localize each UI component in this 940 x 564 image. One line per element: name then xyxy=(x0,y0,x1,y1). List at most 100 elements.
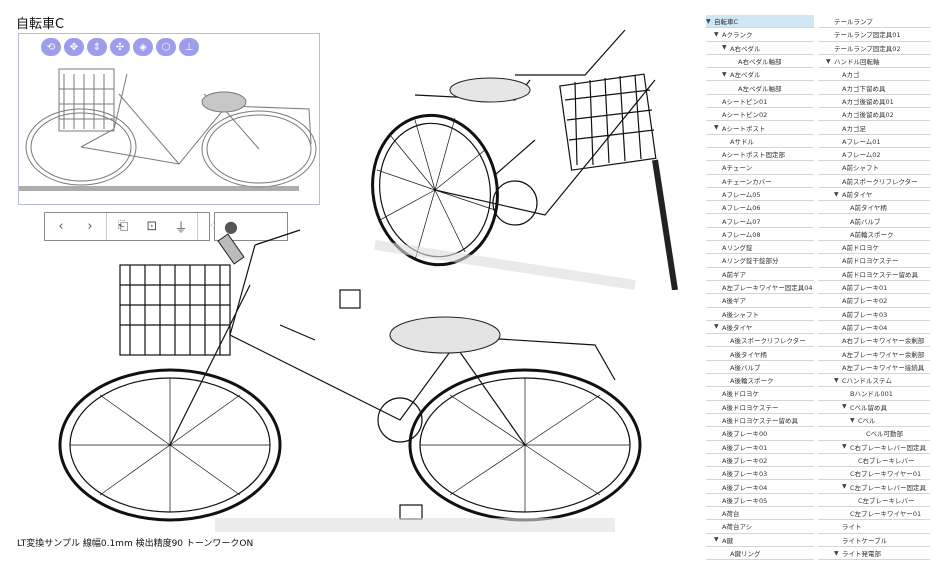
tree-item[interactable]: A後ブレーキ04 xyxy=(706,480,814,494)
tree-item[interactable]: A後シャフト xyxy=(706,308,814,321)
tree-item[interactable]: A前ブレーキ04 xyxy=(818,321,930,335)
pan-icon[interactable]: ✥ xyxy=(64,38,84,56)
tree-item[interactable]: ▼A左ペダル xyxy=(706,68,814,82)
bicycle-view-main[interactable] xyxy=(55,205,655,545)
tree-item[interactable]: Aリング錠干錠部分 xyxy=(706,254,814,268)
tree-item[interactable]: Aカゴ後留め具02 xyxy=(818,108,930,122)
expand-triangle-icon[interactable]: ▼ xyxy=(850,416,855,424)
previous-button[interactable]: ‹ xyxy=(58,219,64,234)
tree-item[interactable]: ライトケーブル xyxy=(818,534,930,547)
tree-item[interactable]: A右ペダル軸部 xyxy=(706,55,814,69)
tree-item[interactable]: Aカゴ下留め具 xyxy=(818,81,930,95)
expand-triangle-icon[interactable]: ▼ xyxy=(842,403,847,411)
tree-item[interactable]: Cフレーム04 xyxy=(706,560,814,564)
tree-item[interactable]: ▼Cベル留め具 xyxy=(818,401,930,414)
tree-item[interactable]: ライト xyxy=(818,520,930,534)
expand-triangle-icon[interactable]: ▼ xyxy=(834,549,839,557)
tree-item[interactable]: テールランプ固定具01 xyxy=(818,28,930,42)
tree-item[interactable]: A前輪スポーク xyxy=(818,228,930,242)
tree-item[interactable]: Aフレーム01 xyxy=(818,135,930,148)
tree-item[interactable]: Aフレーム06 xyxy=(706,201,814,215)
tree-item[interactable]: A荷台 xyxy=(706,507,814,521)
expand-triangle-icon[interactable]: ▼ xyxy=(826,57,831,65)
tree-item[interactable]: A左ペダル軸部 xyxy=(706,81,814,95)
expand-triangle-icon[interactable]: ▼ xyxy=(714,323,719,331)
expand-triangle-icon[interactable]: ▼ xyxy=(714,124,719,132)
tree-item[interactable]: Aチェーンカバー xyxy=(706,175,814,188)
move-icon[interactable]: ✣ xyxy=(110,38,130,56)
tree-item[interactable]: ▼Cハンドルステム xyxy=(818,374,930,388)
tree-item[interactable]: A左ブレーキワイヤー接続具 xyxy=(818,361,930,375)
tree-item[interactable]: A後スポークリフレクター xyxy=(706,334,814,348)
tree-item[interactable]: ▼ライト発電部 xyxy=(818,547,930,561)
expand-triangle-icon[interactable]: ▼ xyxy=(834,376,839,384)
tree-item[interactable]: Bハンドル001 xyxy=(818,387,930,401)
object-icon[interactable]: ⬡ xyxy=(156,38,176,56)
tree-item[interactable]: C右ブレーキレバー xyxy=(818,454,930,468)
load-pose-button[interactable]: ⎗ xyxy=(117,219,129,234)
bicycle-view-top[interactable] xyxy=(355,20,685,290)
tree-item[interactable]: A後ブレーキ03 xyxy=(706,467,814,481)
tree-item[interactable]: ▼Cベル xyxy=(818,414,930,428)
tree-item[interactable]: A前ブレーキ01 xyxy=(818,281,930,295)
tree-item[interactable]: ライトスイッチ xyxy=(818,560,930,564)
tree-item[interactable]: A前ギア xyxy=(706,268,814,281)
tree-item[interactable]: A後ドロヨケステー xyxy=(706,401,814,414)
rotate-icon[interactable]: ⟲ xyxy=(41,38,61,56)
tree-item[interactable]: A前スポークリフレクター xyxy=(818,175,930,188)
tree-item[interactable]: A鍵リング xyxy=(706,547,814,561)
tree-item[interactable]: A後ドロヨケステー留め具 xyxy=(706,414,814,428)
tree-item[interactable]: A前バルブ xyxy=(818,214,930,228)
navigator-panel[interactable]: ⟲✥⇕✣◈⬡⊥ xyxy=(18,33,320,205)
expand-triangle-icon[interactable]: ▼ xyxy=(842,443,847,451)
expand-triangle-icon[interactable]: ▼ xyxy=(834,190,839,198)
tree-item[interactable]: テールランプ固定具02 xyxy=(818,42,930,55)
tree-item[interactable]: A後輪スポーク xyxy=(706,374,814,388)
tree-item[interactable]: ▼自転車C xyxy=(706,15,814,29)
tree-item[interactable]: A後ドロヨケ xyxy=(706,387,814,401)
tree-item[interactable]: A前ブレーキ03 xyxy=(818,308,930,321)
ground-align-button[interactable]: ⏚ xyxy=(174,221,188,236)
tree-item[interactable]: A荷台アシ xyxy=(706,520,814,534)
tree-item[interactable]: Aリング錠 xyxy=(706,241,814,255)
tree-item[interactable]: A前シャフト xyxy=(818,161,930,175)
tree-item[interactable]: A左ブレーキワイヤー固定具04 xyxy=(706,281,814,295)
tree-item[interactable]: ▼A鍵 xyxy=(706,534,814,547)
next-button[interactable]: › xyxy=(87,219,93,234)
expand-triangle-icon[interactable]: ▼ xyxy=(722,44,727,52)
tree-item[interactable]: Cベル可動部 xyxy=(818,427,930,441)
tree-item[interactable]: C左ブレーキレバー xyxy=(818,494,930,507)
tree-item[interactable]: ▼A右ペダル xyxy=(706,42,814,55)
tree-item[interactable]: A後タイヤ柄 xyxy=(706,347,814,361)
tree-item[interactable]: ▼C右ブレーキレバー固定具 xyxy=(818,441,930,454)
tree-item[interactable]: A前ドロヨケステー xyxy=(818,254,930,268)
tree-item[interactable]: Aフレーム07 xyxy=(706,214,814,228)
tree-item[interactable]: Aシートピン02 xyxy=(706,108,814,122)
tree-item[interactable]: C右ブレーキワイヤー01 xyxy=(818,467,930,481)
rotate-object-icon[interactable]: ◈ xyxy=(133,38,153,56)
tree-item[interactable]: A右ブレーキワイヤー余剰部 xyxy=(818,334,930,348)
tree-item[interactable]: Aフレーム05 xyxy=(706,188,814,202)
tree-item[interactable]: Aカゴ xyxy=(818,68,930,82)
tree-item[interactable]: Aカゴ足 xyxy=(818,121,930,135)
tree-item[interactable]: A前ブレーキ02 xyxy=(818,294,930,308)
expand-triangle-icon[interactable]: ▼ xyxy=(706,17,711,25)
expand-triangle-icon[interactable]: ▼ xyxy=(714,536,719,544)
tree-item[interactable]: ▼A後タイヤ xyxy=(706,321,814,335)
tree-item[interactable]: ▼Aシートポスト xyxy=(706,121,814,135)
tree-item[interactable]: A前タイヤ柄 xyxy=(818,201,930,215)
expand-triangle-icon[interactable]: ▼ xyxy=(842,483,847,491)
tree-item[interactable]: Aチェーン xyxy=(706,161,814,175)
tree-item[interactable]: ▼C左ブレーキレバー固定具 xyxy=(818,480,930,494)
tree-item[interactable]: Aシートピン01 xyxy=(706,95,814,109)
tree-item[interactable]: テールランプ xyxy=(818,15,930,29)
tree-item[interactable]: Aサドル xyxy=(706,135,814,148)
fit-view-button[interactable]: ⊡ xyxy=(146,219,158,234)
tree-item[interactable]: Aカゴ後留め具01 xyxy=(818,95,930,109)
ground-icon[interactable]: ⊥ xyxy=(179,38,199,56)
tree-item[interactable]: Aシートポスト固定部 xyxy=(706,148,814,162)
tree-item[interactable]: Aフレーム02 xyxy=(818,148,930,162)
tree-item[interactable]: A前ドロヨケ xyxy=(818,241,930,255)
